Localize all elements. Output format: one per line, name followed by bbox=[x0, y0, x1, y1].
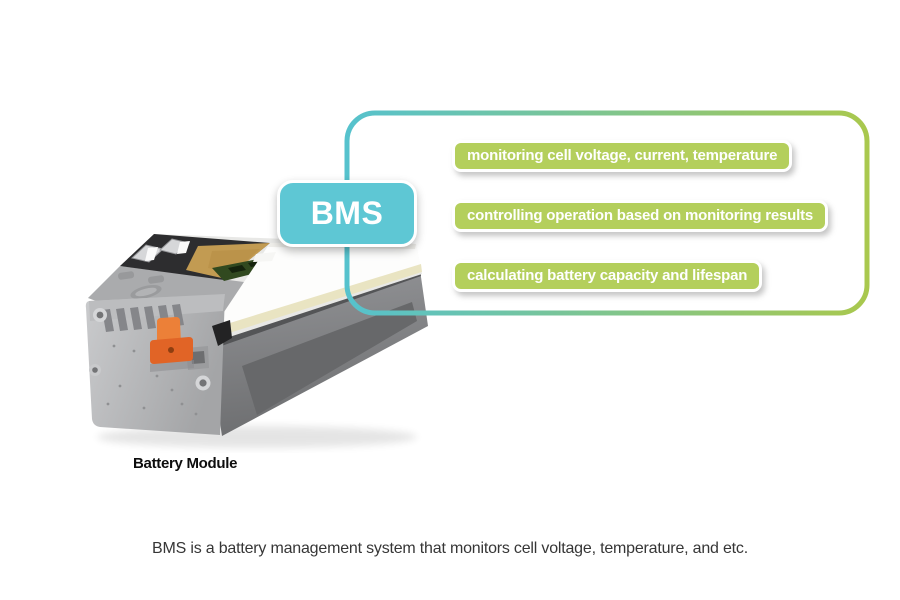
battery-module-label: Battery Module bbox=[133, 455, 238, 472]
caption-text: BMS is a battery management system that … bbox=[152, 540, 748, 557]
bms-box: BMS bbox=[277, 180, 417, 247]
function-pill-monitoring: monitoring cell voltage, current, temper… bbox=[452, 140, 793, 172]
function-pill-calculating: calculating battery capacity and lifespa… bbox=[452, 260, 763, 292]
function-pill-controlling: controlling operation based on monitorin… bbox=[452, 200, 829, 232]
bms-box-label: BMS bbox=[310, 195, 384, 231]
